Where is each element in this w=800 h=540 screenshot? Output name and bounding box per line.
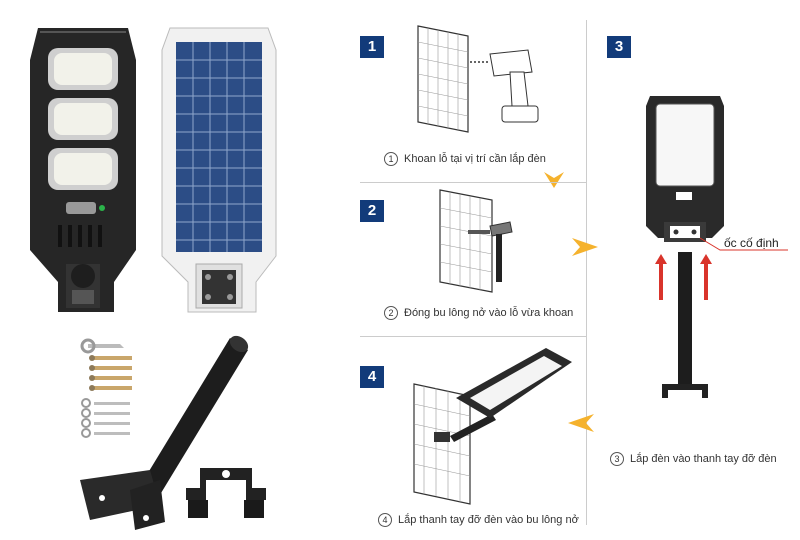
step-2-caption: 2 Đóng bu lông nở vào lỗ vừa khoan <box>384 306 573 320</box>
step-2-number: 2 <box>384 306 398 320</box>
arrow-right-icon <box>572 238 598 256</box>
step-divider-2 <box>360 336 586 337</box>
u-bracket-photo <box>186 468 266 518</box>
arrow-down-icon <box>544 172 564 188</box>
step-2-text: Đóng bu lông nở vào lỗ vừa khoan <box>404 307 574 319</box>
step-4-mount-illustration <box>413 348 572 505</box>
step-3-lamp-pole-illustration <box>646 96 724 398</box>
step-4-caption: 4 Lắp thanh tay đỡ đèn vào bu lông nở <box>378 513 579 527</box>
step-2-hammer-illustration <box>439 189 513 293</box>
step-1-text: Khoan lỗ tại vị trí cần lắp đèn <box>404 153 546 165</box>
step-1-caption: 1 Khoan lỗ tại vị trí cần lắp đèn <box>384 152 546 166</box>
step-3-caption: 3 Lắp đèn vào thanh tay đỡ đèn <box>610 452 777 466</box>
lamp-front-photo <box>30 28 136 312</box>
mounting-arm-photo <box>80 335 249 530</box>
callout-leader-line <box>699 237 788 251</box>
step-3-number: 3 <box>610 452 624 466</box>
lamp-back-solar-photo <box>161 27 277 313</box>
hardware-kit-photo <box>80 338 132 438</box>
arrow-left-icon <box>568 414 594 432</box>
step-4-number: 4 <box>378 513 392 527</box>
column-divider <box>586 20 587 525</box>
step-4-text: Lắp thanh tay đỡ đèn vào bu lông nở <box>398 514 579 526</box>
step-4-badge: 4 <box>360 366 384 388</box>
up-arrow-right-icon <box>700 254 712 300</box>
step-1-badge: 1 <box>360 36 384 58</box>
fixing-screw-label: ốc cố định <box>724 236 779 250</box>
step-1-drill-illustration <box>417 25 539 133</box>
step-3-badge: 3 <box>607 36 631 58</box>
step-2-badge: 2 <box>360 200 384 222</box>
step-divider-1 <box>360 182 586 183</box>
step-3-text: Lắp đèn vào thanh tay đỡ đèn <box>630 453 777 465</box>
step-1-number: 1 <box>384 152 398 166</box>
up-arrow-left-icon <box>655 254 667 300</box>
